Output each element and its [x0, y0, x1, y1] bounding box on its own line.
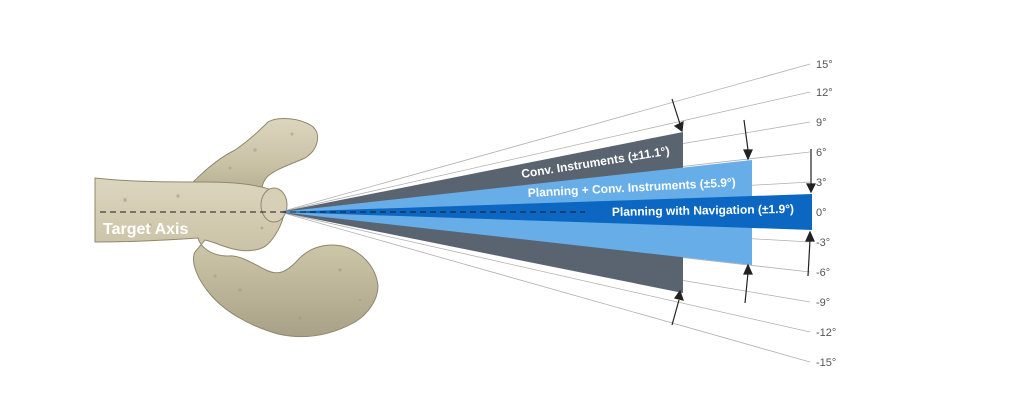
angle-label: 9° — [816, 117, 827, 129]
target-axis-label: Target Axis — [103, 221, 188, 238]
bone-illustration — [94, 118, 379, 338]
arrow-planning-top — [743, 119, 753, 161]
arrow-navigation-bottom — [805, 230, 815, 277]
angle-guide-line — [279, 63, 811, 213]
arrow-navigation-top — [806, 149, 816, 194]
arrow-conventional-top — [671, 98, 684, 133]
angle-label: -12° — [816, 327, 836, 339]
angle-label: 6° — [816, 147, 827, 159]
angle-label: -3° — [816, 237, 830, 249]
angle-labels: 15° 12° 9° 6° 3° 0° -3° -6° -9° -12° -15° — [816, 59, 836, 369]
angle-label: -9° — [816, 297, 830, 309]
angle-label: 15° — [816, 59, 833, 71]
angle-guide-line — [279, 91, 811, 213]
angle-label: 0° — [816, 207, 827, 219]
angle-guide-line — [279, 211, 811, 363]
angle-label: 12° — [816, 87, 833, 99]
arrow-conventional-bottom — [671, 289, 684, 326]
angle-label: -6° — [816, 267, 830, 279]
angle-guide-line — [279, 211, 811, 333]
angle-label: -15° — [816, 357, 836, 369]
tolerance-arrows — [671, 98, 816, 326]
angle-label: 3° — [816, 177, 827, 189]
wedge-label-navigation: Planning with Navigation (±1.9°) — [612, 202, 794, 219]
arrow-planning-bottom — [743, 263, 753, 304]
